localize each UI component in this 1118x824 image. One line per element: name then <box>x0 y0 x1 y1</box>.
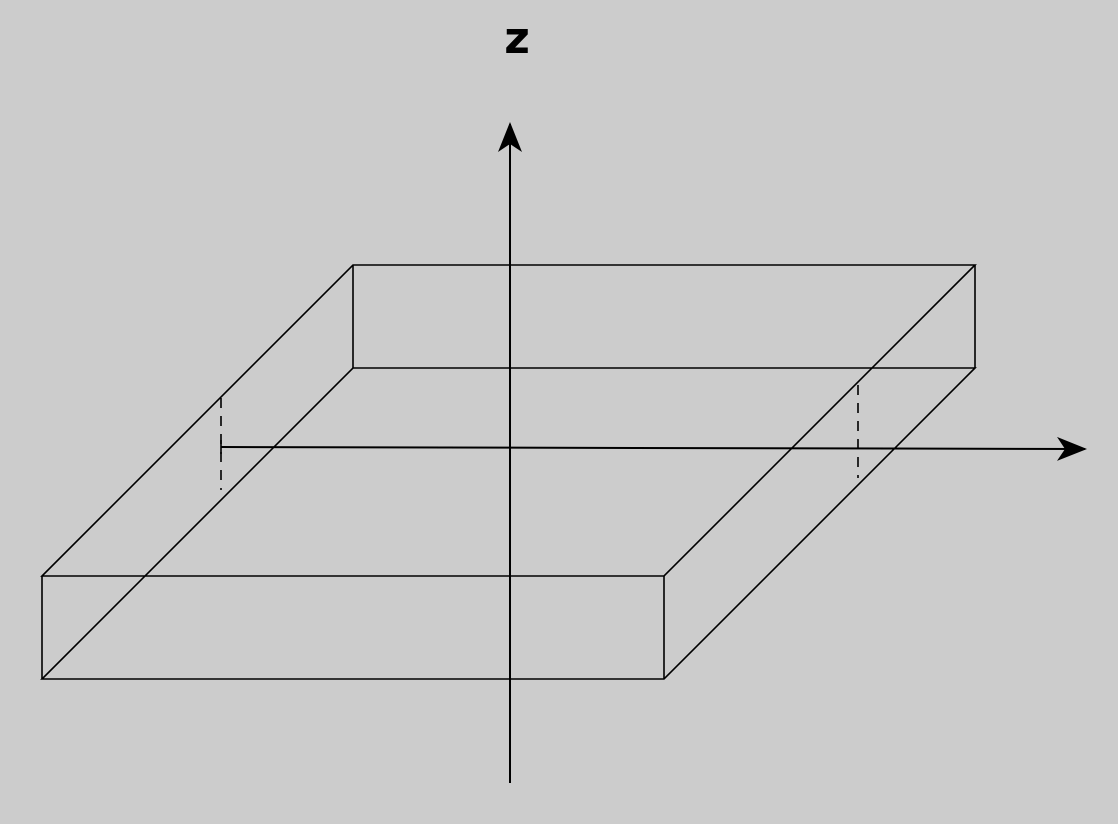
slab-top-face <box>40 264 977 577</box>
slab-bottom-face <box>40 367 977 680</box>
horizontal-axis <box>220 436 1087 461</box>
z-axis-label: z <box>504 13 530 64</box>
